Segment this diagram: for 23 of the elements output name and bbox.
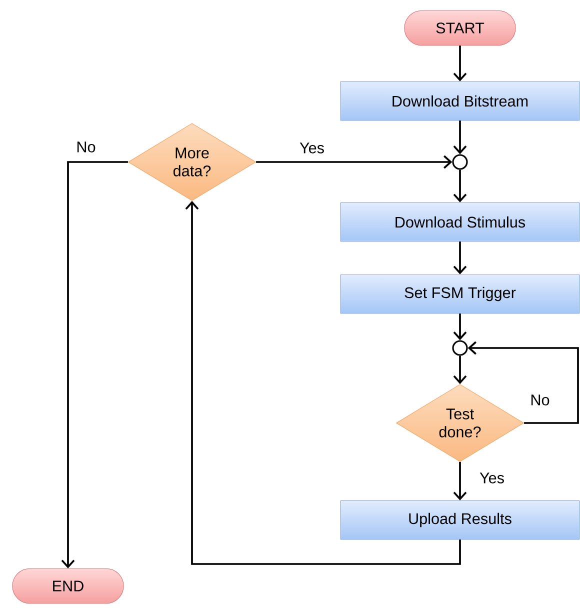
terminal-pill: START (404, 10, 516, 46)
arrow (453, 120, 467, 154)
process-box: Upload Results (340, 500, 580, 540)
junction-circle (452, 154, 468, 170)
process-box: Set FSM Trigger (340, 274, 580, 314)
terminal-pill: END (12, 568, 124, 604)
arrow (453, 462, 467, 500)
arrow (61, 161, 128, 568)
arrow (453, 170, 467, 202)
junction-circle (452, 340, 468, 356)
arrow (453, 242, 467, 274)
arrow (256, 155, 452, 169)
arrow (185, 200, 461, 565)
arrow (453, 314, 467, 340)
arrow (453, 46, 467, 82)
edge-label: No (74, 140, 98, 154)
arrow (453, 356, 467, 384)
arrow (468, 341, 579, 424)
process-box: Download Bitstream (340, 81, 580, 121)
process-box: Download Stimulus (340, 202, 580, 242)
edge-label: No (528, 393, 552, 407)
edge-label: Yes (298, 141, 326, 155)
edge-label: Yes (478, 471, 506, 485)
